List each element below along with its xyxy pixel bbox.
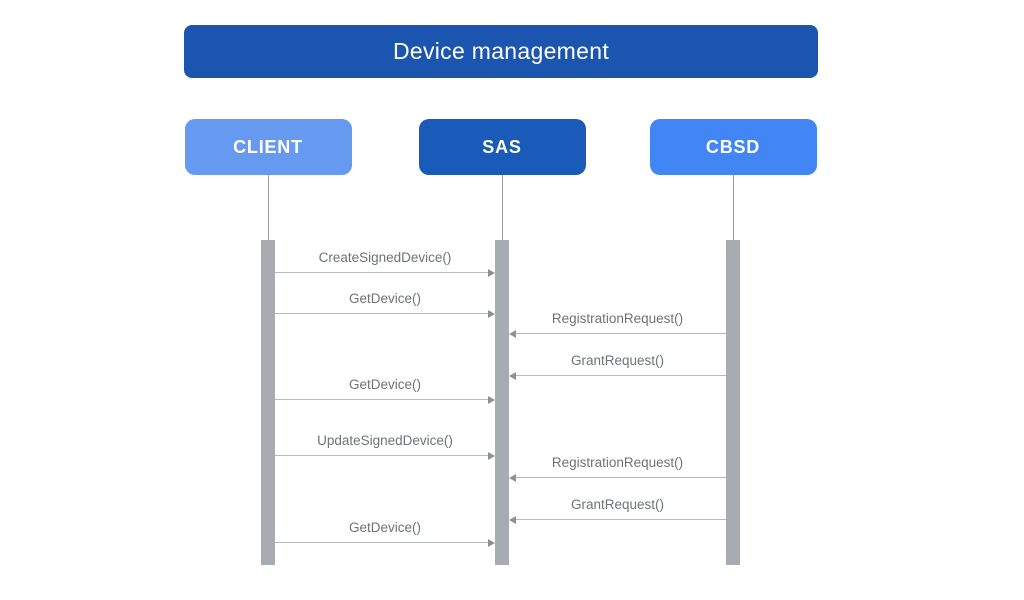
message-label: GetDevice(): [348, 291, 422, 306]
message-label: GrantRequest(): [570, 497, 665, 512]
message-label: UpdateSignedDevice(): [317, 433, 453, 448]
message-arrow-line: [515, 333, 726, 334]
arrowhead-icon: [488, 309, 495, 318]
message-arrow-line: [275, 272, 489, 273]
arrowhead-icon: [488, 451, 495, 460]
actor-box-cbsd: CBSD: [649, 119, 817, 175]
message-label: RegistrationRequest(): [551, 455, 684, 470]
lifeline: [268, 175, 269, 240]
message-label: GetDevice(): [348, 520, 422, 535]
message-arrow-line: [275, 455, 489, 456]
message-arrow-line: [275, 399, 489, 400]
arrowhead-icon: [488, 538, 495, 547]
arrowhead-icon: [509, 329, 516, 338]
lifeline: [733, 175, 734, 240]
actor-label: SAS: [482, 136, 522, 157]
actor-box-client: CLIENT: [184, 119, 352, 175]
activation-bar: [495, 240, 509, 565]
message-arrow-line: [275, 313, 489, 314]
message-arrow-line: [515, 477, 726, 478]
message-label: RegistrationRequest(): [551, 311, 684, 326]
actor-box-sas: SAS: [418, 119, 586, 175]
message-label: CreateSignedDevice(): [318, 250, 452, 265]
diagram-title: Device management: [184, 25, 818, 78]
lifeline: [502, 175, 503, 240]
activation-bar: [726, 240, 740, 565]
arrowhead-icon: [488, 268, 495, 277]
arrowhead-icon: [509, 371, 516, 380]
message-label: GrantRequest(): [570, 353, 665, 368]
message-arrow-line: [275, 542, 489, 543]
message-label: GetDevice(): [348, 377, 422, 392]
arrowhead-icon: [509, 515, 516, 524]
arrowhead-icon: [488, 395, 495, 404]
activation-bar: [261, 240, 275, 565]
arrowhead-icon: [509, 473, 516, 482]
message-arrow-line: [515, 519, 726, 520]
actor-label: CLIENT: [233, 136, 303, 157]
message-arrow-line: [515, 375, 726, 376]
actor-label: CBSD: [705, 136, 761, 157]
